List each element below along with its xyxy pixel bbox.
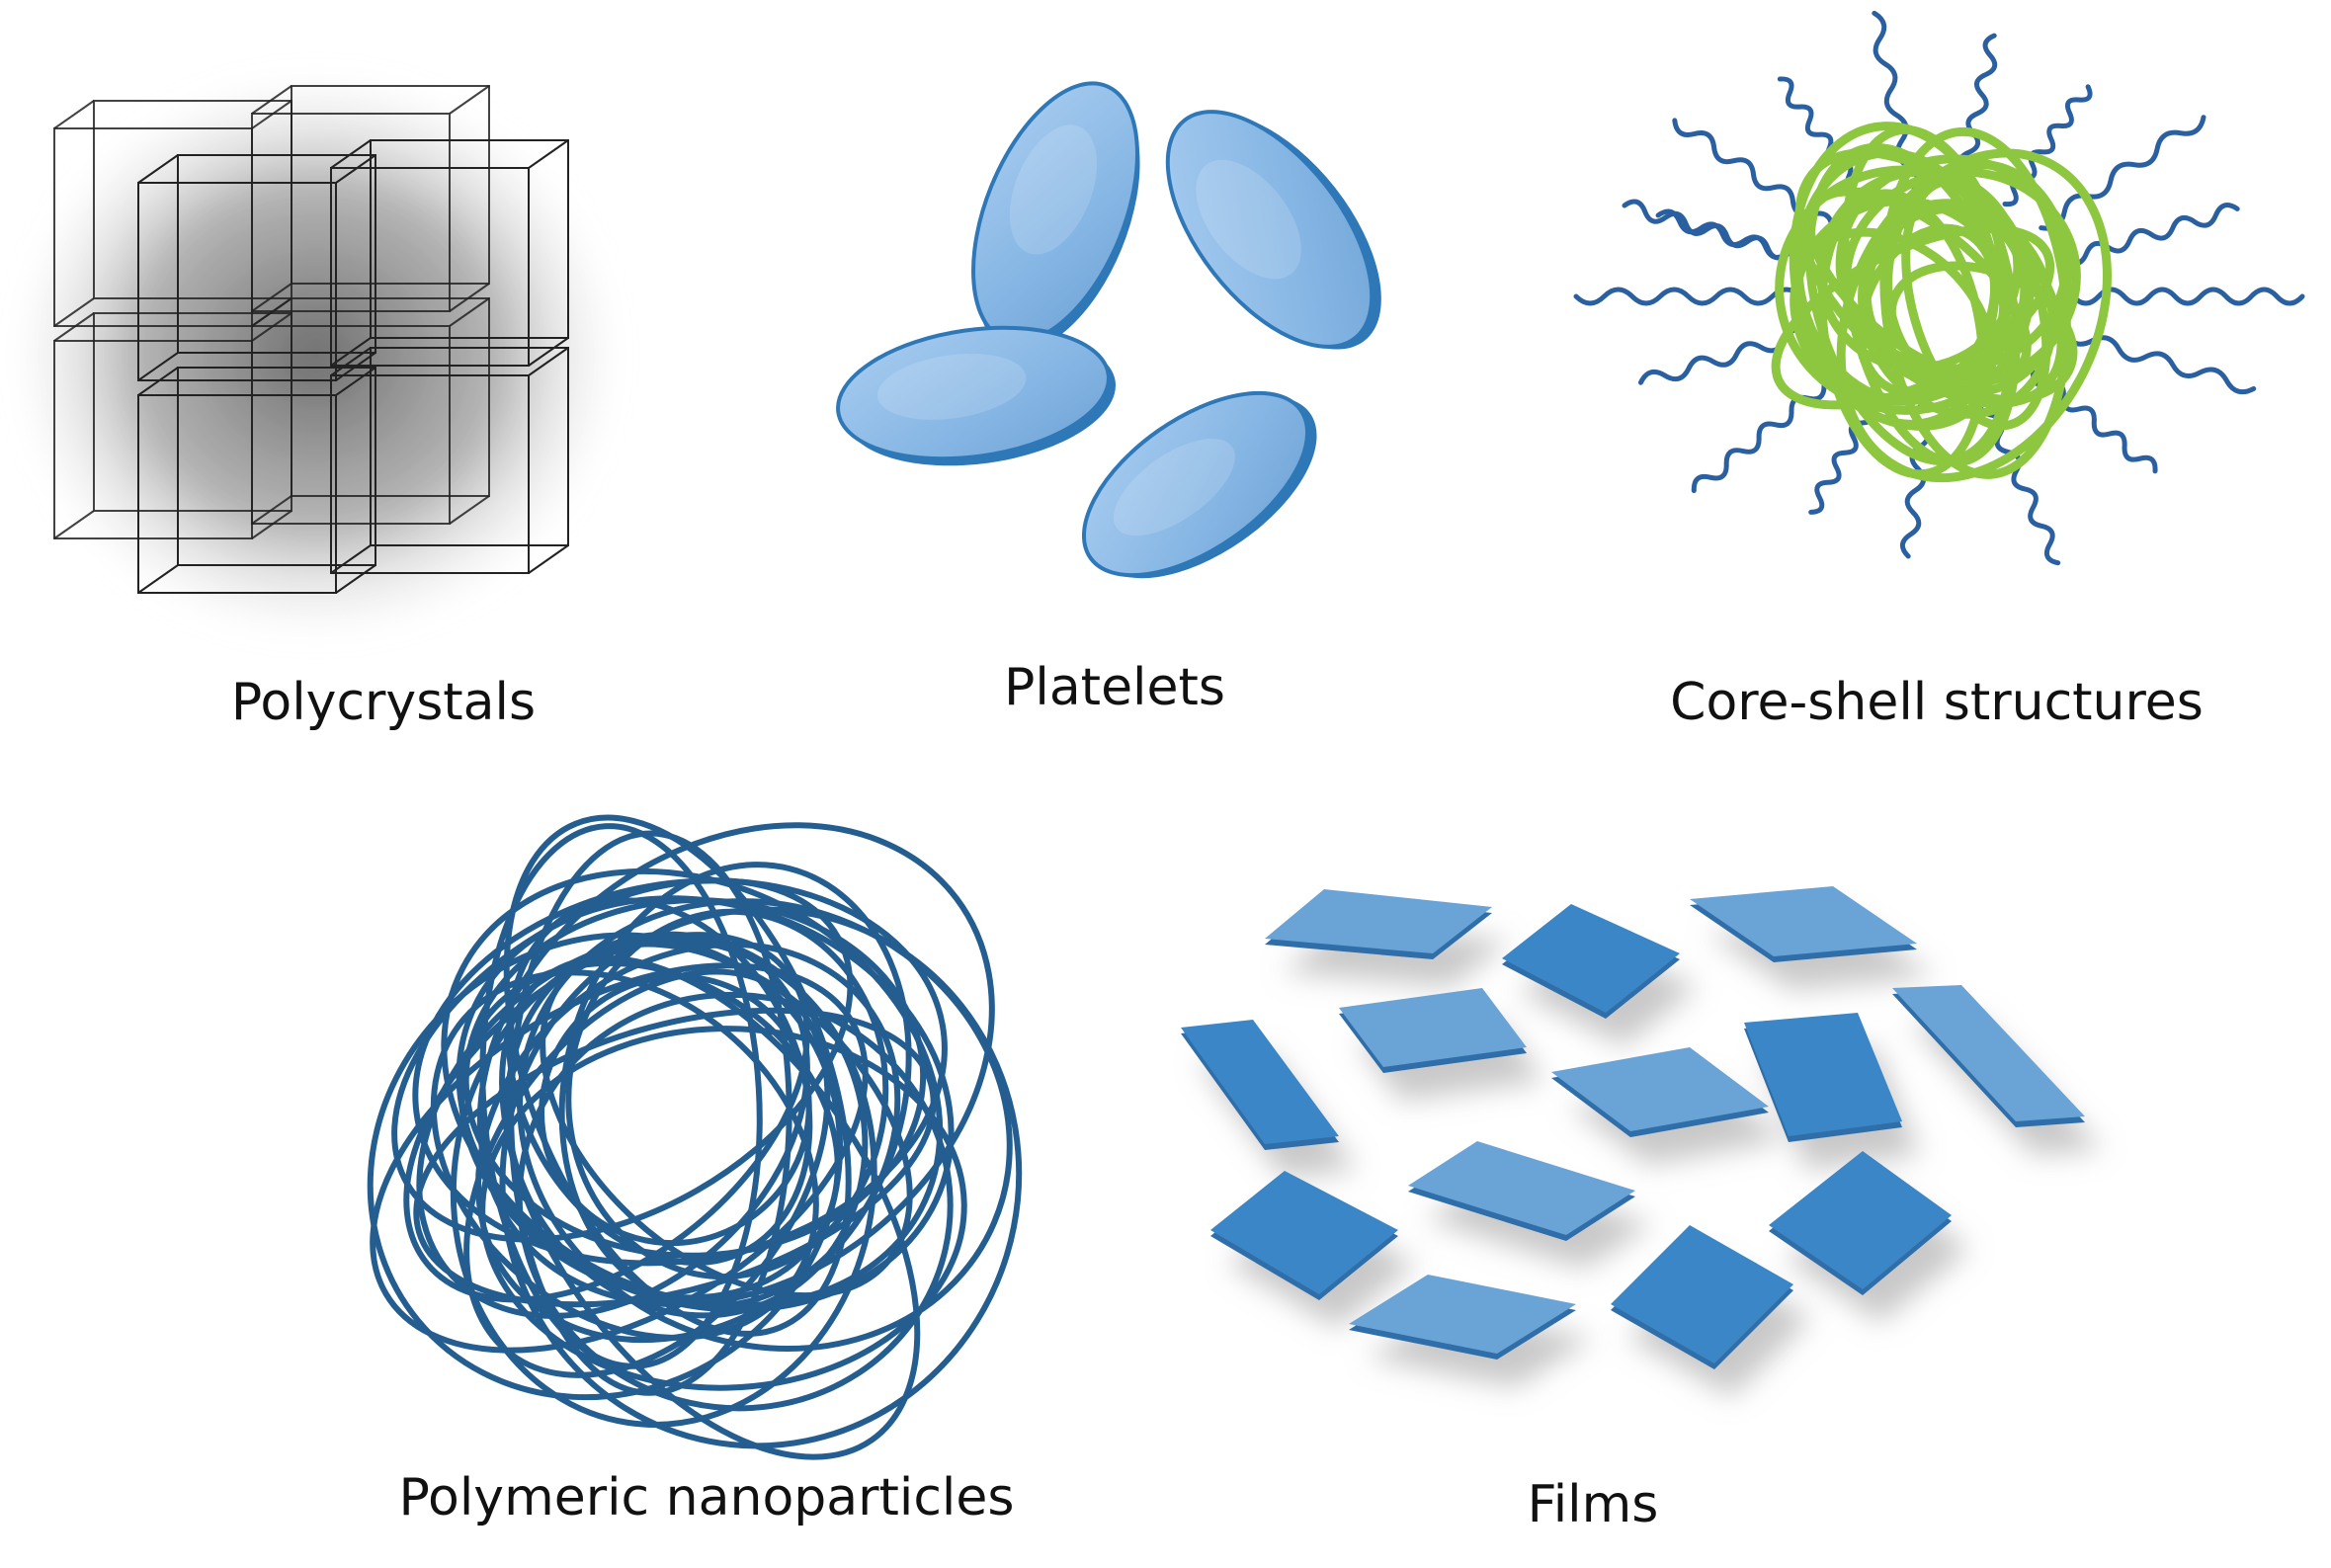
platelet xyxy=(1165,110,1381,350)
films-illustration xyxy=(1181,886,2103,1397)
crystal-cube xyxy=(137,367,376,594)
caption-polycrystals: Polycrystals xyxy=(230,673,537,732)
film-tile xyxy=(1744,1013,1902,1142)
film-tile xyxy=(1502,904,1680,1019)
caption-polymeric-nanoparticles: Polymeric nanoparticles xyxy=(398,1468,1015,1527)
film-tile xyxy=(1265,889,1492,959)
strand-loop xyxy=(1858,199,2057,419)
film-tile xyxy=(1339,988,1527,1073)
crystal-cube xyxy=(137,154,376,381)
crystal-cube xyxy=(251,297,490,525)
caption-platelets: Platelets xyxy=(1004,658,1225,717)
strand-loop xyxy=(463,968,831,1378)
polycrystals-illustration xyxy=(20,79,613,632)
caption-films: Films xyxy=(1527,1475,1659,1534)
polymeric-nanoparticle-illustration xyxy=(367,814,1023,1460)
film-tile xyxy=(1181,1020,1339,1150)
polycrystal-cubes xyxy=(53,85,569,594)
strand-loop xyxy=(517,898,1013,1352)
film-tile xyxy=(1690,886,1917,962)
caption-core-shell: Core-shell structures xyxy=(1670,673,2204,732)
crystal-cube xyxy=(330,347,569,574)
crystal-cube xyxy=(330,139,569,367)
core-shell-core xyxy=(1771,122,2112,483)
film-tile xyxy=(1892,985,2085,1127)
shell-chain xyxy=(1573,287,1803,306)
strand-loop xyxy=(1883,160,2073,397)
shell-chain xyxy=(2039,115,2206,231)
strand-loop xyxy=(558,862,912,1309)
platelet xyxy=(1081,390,1317,579)
film-tile xyxy=(1551,1047,1769,1137)
strand-loop xyxy=(516,991,954,1412)
film-tile xyxy=(1769,1151,1952,1295)
strand-loop xyxy=(505,897,813,1267)
shell-chain xyxy=(1691,369,1843,494)
strand-loop xyxy=(413,1007,937,1308)
film-tile xyxy=(1611,1225,1793,1369)
strand-loop xyxy=(1836,148,2112,483)
strand-loop xyxy=(403,932,810,1303)
strand-loop xyxy=(430,969,819,1341)
shell-chain xyxy=(2070,287,2305,306)
strand-loop xyxy=(456,895,955,1313)
platelets-illustration xyxy=(836,81,1381,579)
platelet xyxy=(971,81,1140,352)
shell-chain xyxy=(1622,199,1811,263)
film-tile xyxy=(1408,1141,1635,1241)
film-tiles xyxy=(1181,886,2085,1369)
core-shell-illustration xyxy=(1573,10,2305,566)
polycrystal-shading xyxy=(20,79,613,632)
shell-chain xyxy=(2062,203,2240,267)
film-tile xyxy=(1349,1275,1576,1360)
strand-loop xyxy=(441,867,944,1309)
strand-loop xyxy=(450,937,877,1428)
platelet xyxy=(836,325,1117,466)
film-tile xyxy=(1210,1171,1398,1300)
